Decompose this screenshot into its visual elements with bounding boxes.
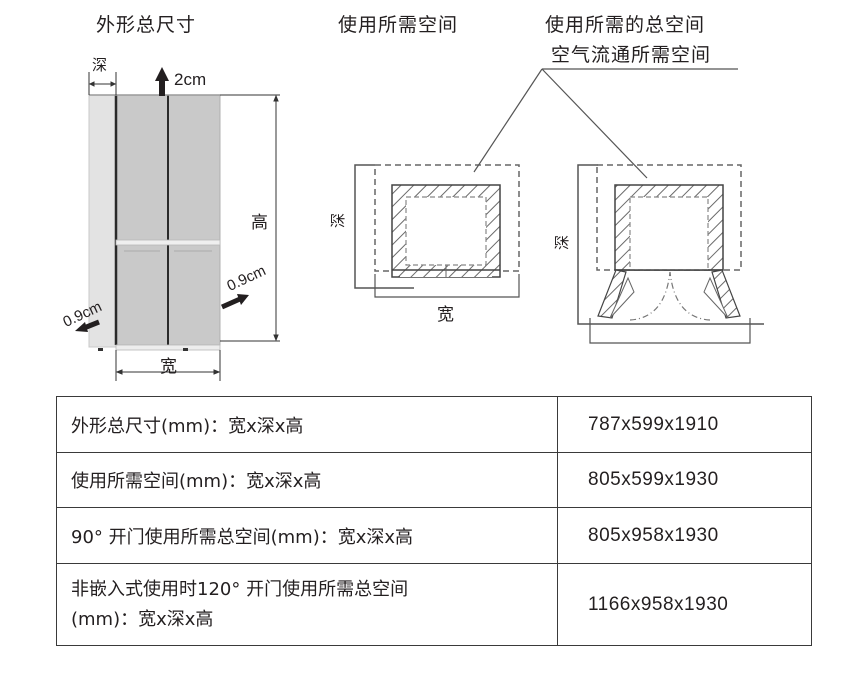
- depth-label: 深: [92, 56, 108, 74]
- left-clearance-arrow-icon: [75, 319, 100, 332]
- row-value: 805x958x1930: [557, 507, 812, 564]
- row-value: 805x599x1930: [557, 452, 812, 508]
- airflow-space-callout: 空气流通所需空间: [551, 44, 712, 66]
- row-label-line2: (mm)：宽x深x高: [71, 608, 214, 630]
- width-label: 宽: [160, 357, 177, 377]
- table-row: 使用所需空间(mm)：宽x深x高 805x599x1930: [56, 452, 812, 508]
- top-clearance-label: 2cm: [174, 70, 207, 89]
- height-dimension: [220, 94, 280, 342]
- total-space-title: 使用所需的总空间: [545, 14, 706, 36]
- depth-dimension: [88, 72, 117, 95]
- height-label: 高: [251, 213, 268, 233]
- row-label: 非嵌入式使用时120° 开门使用所需总空间 (mm)：宽x深x高: [56, 563, 558, 646]
- fridge-front-illustration: [88, 94, 221, 351]
- row-value: 1166x958x1930: [557, 563, 812, 646]
- total-depth-label: 深: [553, 234, 572, 251]
- row-label: 外形总尺寸(mm)：宽x深x高: [56, 396, 558, 453]
- usage-space-title: 使用所需空间: [338, 14, 459, 36]
- row-value: 787x599x1910: [557, 396, 812, 453]
- table-row: 非嵌入式使用时120° 开门使用所需总空间 (mm)：宽x深x高 1166x95…: [56, 563, 812, 646]
- overall-dimensions-title: 外形总尺寸: [96, 14, 197, 36]
- airflow-callout-leader: [473, 68, 738, 179]
- dimension-spec-table: 外形总尺寸(mm)：宽x深x高 787x599x1910 使用所需空间(mm)：…: [56, 396, 812, 646]
- usage-space-plan: [354, 164, 520, 298]
- usage-width-label: 宽: [437, 305, 454, 325]
- total-space-plan: [577, 164, 764, 344]
- diagram-canvas: [75, 67, 764, 381]
- row-label: 使用所需空间(mm)：宽x深x高: [56, 452, 558, 508]
- up-arrow-icon: [155, 67, 169, 96]
- usage-depth-label: 深: [329, 212, 348, 229]
- right-clearance-arrow-icon: [220, 294, 249, 310]
- width-dimension: [115, 350, 221, 381]
- row-label-line1: 非嵌入式使用时120° 开门使用所需总空间: [71, 578, 409, 600]
- table-row: 90° 开门使用所需总空间(mm)：宽x深x高 805x958x1930: [56, 507, 812, 564]
- row-label: 90° 开门使用所需总空间(mm)：宽x深x高: [56, 507, 558, 564]
- table-row: 外形总尺寸(mm)：宽x深x高 787x599x1910: [56, 396, 812, 453]
